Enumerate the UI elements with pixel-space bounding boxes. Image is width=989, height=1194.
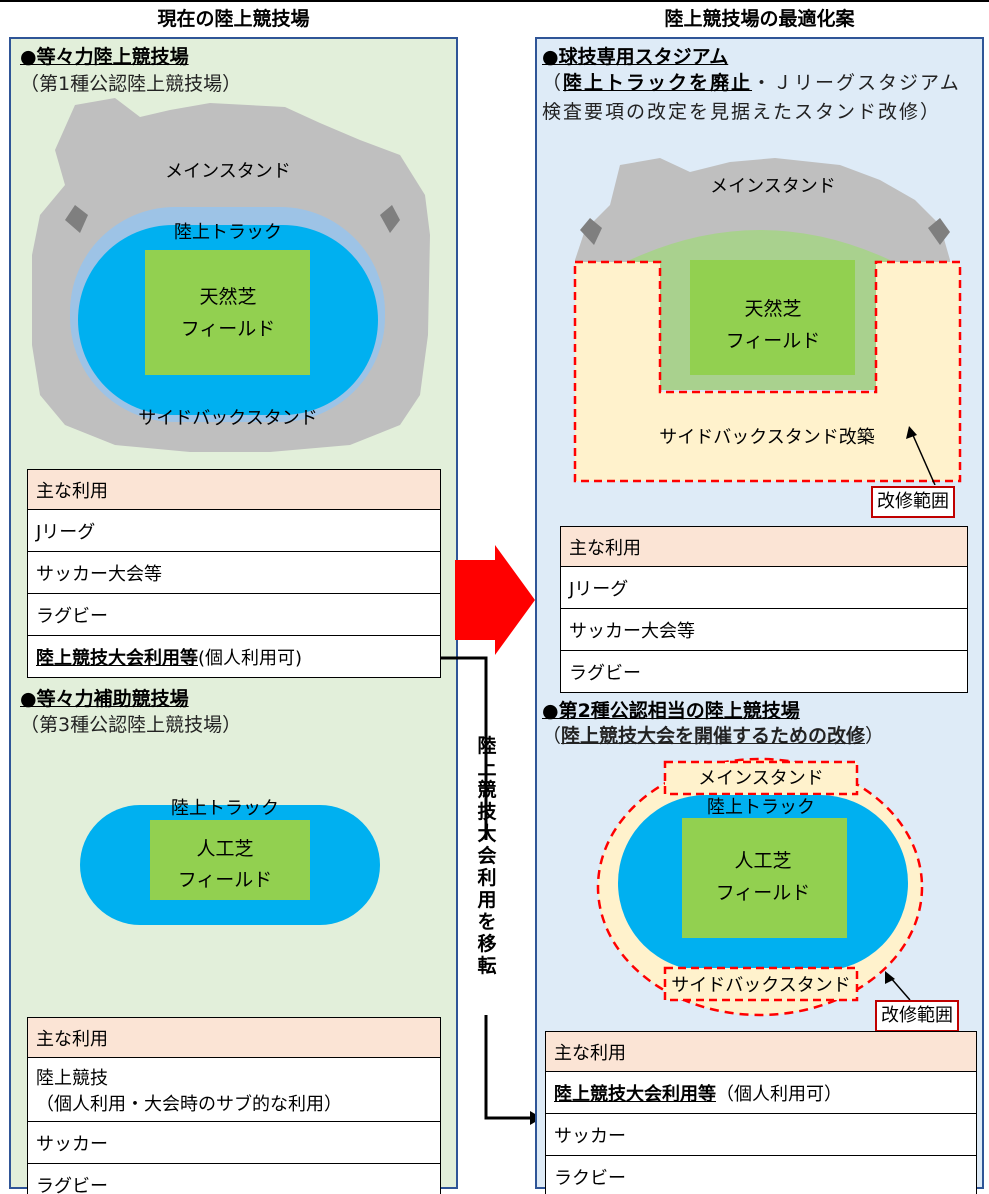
class2-stadium-title: ●第2種公認相当の陸上競技場: [542, 700, 800, 722]
usage-row-line: 陸上競技: [36, 1067, 108, 1089]
stand-corner-left: [65, 205, 88, 233]
main-stand-box: [663, 760, 859, 796]
label-field-1: 天然芝: [199, 286, 256, 308]
field-green: [145, 250, 310, 375]
renovation-callout-2: 改修範囲: [875, 1000, 959, 1032]
label-side-back: サイドバックスタンド: [671, 975, 850, 996]
stand-corner-left: [580, 218, 602, 245]
ball-stadium-subtitle: （陸上トラックを廃止・Ｊリーグスタジアム検査要項の改定を見据えたスタンド改修）: [542, 69, 978, 127]
stand-corner-right: [380, 205, 400, 233]
usage-row: サッカー: [27, 1121, 441, 1164]
usage-row: ラグビー: [27, 1163, 441, 1194]
aux-stadium-diagram: 陸上トラック 人工芝 フィールド: [80, 798, 380, 925]
main-stadium-usage-table: 主な利用 Jリーグ サッカー大会等 ラグビー 陸上競技大会利用等(個人利用可): [27, 469, 441, 678]
aux-label-field-1: 人工芝: [196, 838, 253, 860]
side-back-box: [663, 966, 859, 1002]
label-main-stand: メインスタンド: [710, 176, 836, 197]
usage-row: サッカー大会等: [560, 608, 968, 651]
usage-header: 主な利用: [27, 469, 441, 510]
sub-bold: 陸上トラックを廃止: [563, 72, 753, 94]
aux-label-track: 陸上トラック: [171, 798, 279, 819]
connector-path-top: [440, 656, 488, 840]
aux-stadium-title: ●等々力補助競技場: [20, 688, 189, 710]
sub-open: （: [542, 72, 564, 94]
callout-pointer: [911, 432, 936, 485]
connector-line-top: [440, 656, 488, 840]
callout-pointer-head: [885, 971, 895, 984]
left-heading: 現在の陸上競技場: [157, 8, 310, 30]
label-main-stand: メインスタンド: [165, 161, 291, 182]
athletics-note: （個人利用可）: [716, 1083, 842, 1105]
main-stadium-title: ●等々力陸上競技場: [20, 46, 189, 68]
usage-header: 主な利用: [560, 526, 968, 567]
stand-corner-right: [928, 218, 950, 245]
red-arrow: [455, 545, 535, 655]
usage-header: 主な利用: [545, 1031, 977, 1072]
usage-row-line: （個人利用・大会時のサブ的な利用）: [36, 1093, 342, 1115]
transfer-label: 陸上競技大会利用を移転: [477, 735, 497, 977]
callout-pointer-head: [906, 426, 917, 439]
label-track: 陸上トラック: [174, 222, 282, 243]
class2-stadium-diagram: メインスタンド 陸上トラック 人工芝 フィールド サイドバックスタンド: [596, 757, 924, 1017]
usage-row: ラクビー: [545, 1155, 977, 1194]
usage-row: Jリーグ: [560, 566, 968, 609]
class2-stadium-subtitle: （陸上競技大会を開催するための改修）: [542, 722, 884, 751]
label-field-1: 天然芝: [744, 298, 801, 320]
ball-stadium-usage-table: 主な利用 Jリーグ サッカー大会等 ラグビー: [560, 526, 968, 693]
renovation-callout: 改修範囲: [871, 486, 955, 518]
aux-label-field-2: フィールド: [178, 869, 273, 891]
aux-field-green: [150, 820, 310, 900]
ball-stadium-title: ●球技専用スタジアム: [542, 46, 729, 68]
class2-stadium-usage-table: 主な利用 陸上競技大会利用等（個人利用可） サッカー ラクビー: [545, 1031, 977, 1194]
aux-stadium-usage-table: 主な利用 陸上競技 （個人利用・大会時のサブ的な利用） サッカー ラグビー: [27, 1017, 441, 1194]
usage-row-athletics: 陸上競技 （個人利用・大会時のサブ的な利用）: [27, 1057, 441, 1122]
usage-row-athletics: 陸上競技大会利用等（個人利用可）: [545, 1071, 977, 1114]
ball-stadium-diagram: メインスタンド 天然芝 フィールド サイドバックスタンド改築: [573, 158, 962, 485]
sub-open: （: [542, 725, 562, 747]
top-rule: [0, 0, 989, 2]
connector-path-bottom: [484, 1015, 532, 1120]
usage-row: Jリーグ: [27, 509, 441, 552]
athletics-note: (個人利用可): [198, 647, 303, 669]
usage-row: サッカー大会等: [27, 551, 441, 594]
label-field-2: フィールド: [726, 330, 821, 352]
label-side-back: サイドバックスタンド改築: [659, 427, 874, 448]
sub-rest: ・Ｊリーグスタジアム検査要項の改定を見据えたスタンド改修）: [542, 72, 961, 123]
usage-header: 主な利用: [27, 1017, 441, 1058]
label-field-1: 人工芝: [734, 850, 791, 872]
label-main-stand: メインスタンド: [698, 768, 824, 789]
label-field-2: フィールド: [181, 318, 276, 340]
main-stadium-subtitle: （第1種公認陸上競技場）: [20, 73, 242, 95]
usage-row: ラグビー: [560, 650, 968, 693]
label-side-back: サイドバックスタンド: [138, 408, 317, 429]
main-stadium-diagram: メインスタンド 陸上トラック 天然芝 フィールド サイドバックスタンド: [32, 98, 430, 452]
sub-bold: 陸上競技大会を開催するための改修: [561, 725, 866, 747]
usage-row: サッカー: [545, 1113, 977, 1156]
athletics-label: 陸上競技大会利用等: [554, 1083, 716, 1105]
usage-row: ラグビー: [27, 593, 441, 636]
athletics-label: 陸上競技大会利用等: [36, 647, 198, 669]
right-heading: 陸上競技場の最適化案: [664, 8, 855, 30]
aux-stadium-subtitle: （第3種公認陸上競技場）: [20, 714, 242, 736]
sub-close: ）: [865, 725, 885, 747]
field-green: [682, 818, 847, 938]
connector-line-bottom: [484, 1015, 542, 1125]
usage-row-athletics: 陸上競技大会利用等(個人利用可): [27, 635, 441, 678]
renovation-area: [573, 260, 962, 483]
field-green: [690, 260, 855, 375]
transition-graphics: [455, 545, 535, 655]
label-field-2: フィールド: [716, 882, 811, 904]
label-track: 陸上トラック: [707, 797, 815, 818]
callout-pointer: [889, 976, 911, 1001]
